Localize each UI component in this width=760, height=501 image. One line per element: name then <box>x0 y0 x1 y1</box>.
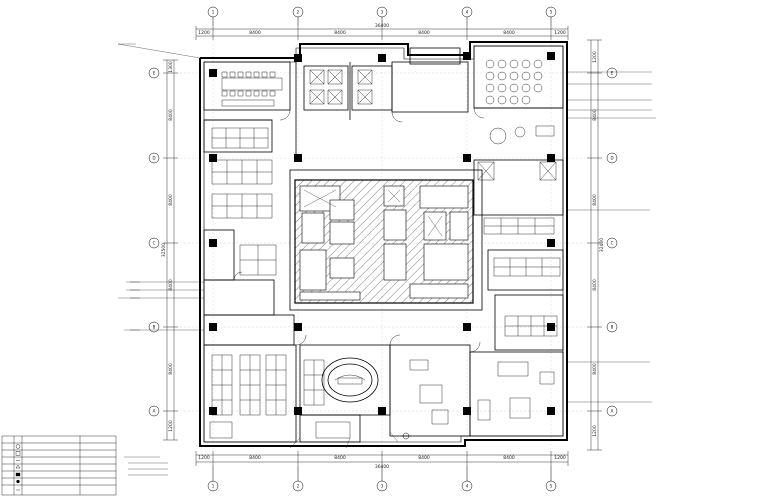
svg-text:5: 5 <box>550 10 553 15</box>
svg-text:8400: 8400 <box>503 30 515 36</box>
right-axis-labels: E D C B A <box>610 71 613 414</box>
svg-text:8400: 8400 <box>334 455 346 461</box>
top-segment-dimensions: 1200 8400 8400 8400 8400 1200 <box>198 30 566 36</box>
svg-text:E: E <box>153 71 156 76</box>
svg-text:1200: 1200 <box>198 455 210 461</box>
svg-text:8400: 8400 <box>592 363 598 375</box>
svg-text:8400: 8400 <box>249 455 261 461</box>
svg-text:D: D <box>610 156 613 161</box>
svg-text:C: C <box>611 241 614 246</box>
svg-text:8400: 8400 <box>592 109 598 121</box>
bottom-axis-markers <box>207 466 557 492</box>
svg-text:D: D <box>152 156 155 161</box>
left-axis-markers <box>148 67 160 417</box>
svg-text:1200: 1200 <box>168 420 174 432</box>
svg-text:5: 5 <box>550 484 553 489</box>
svg-text:1: 1 <box>212 10 215 15</box>
bottom-dimension-chain <box>195 451 569 466</box>
svg-text:B: B <box>153 325 156 330</box>
svg-text:A: A <box>153 409 156 414</box>
svg-text:1200: 1200 <box>592 51 598 63</box>
svg-text:1: 1 <box>212 484 215 489</box>
top-axis-markers <box>207 6 557 26</box>
right-total-dimension: 32400 <box>599 238 605 252</box>
left-axis-labels: E D C B A <box>152 71 155 414</box>
svg-text:2: 2 <box>297 484 300 489</box>
callout-underlines <box>118 43 656 403</box>
svg-text:1300: 1300 <box>168 61 174 73</box>
svg-text:4: 4 <box>466 484 469 489</box>
svg-text:4: 4 <box>466 10 469 15</box>
right-axis-markers <box>606 67 618 417</box>
svg-text:1200: 1200 <box>198 30 210 36</box>
svg-text:1200: 1200 <box>592 425 598 437</box>
svg-text:3: 3 <box>381 484 384 489</box>
doors <box>233 107 485 353</box>
outer-walls <box>199 41 568 447</box>
top-dimension-chain <box>195 26 569 40</box>
desk-clusters <box>209 59 561 439</box>
svg-text:1200: 1200 <box>554 30 566 36</box>
left-dimension-chain <box>163 59 178 441</box>
structural-columns <box>209 52 555 415</box>
svg-text:3: 3 <box>381 10 384 15</box>
section-markers <box>402 432 410 440</box>
left-segment-dimensions: 1300 8400 8400 8400 8400 1200 <box>168 61 174 432</box>
svg-text:B: B <box>611 325 614 330</box>
svg-text:8400: 8400 <box>168 363 174 375</box>
right-dimension-chain <box>587 39 602 451</box>
bottom-axis-labels: 1 2 3 4 5 <box>212 484 553 489</box>
svg-text:C: C <box>153 241 156 246</box>
svg-text:8400: 8400 <box>168 194 174 206</box>
svg-text:8400: 8400 <box>592 194 598 206</box>
top-axis-labels: 1 2 3 4 5 <box>212 10 553 15</box>
legend-table <box>1 435 117 496</box>
svg-text:8400: 8400 <box>503 455 515 461</box>
callout-leaders <box>117 43 636 449</box>
left-total-dimension: 32500 <box>161 243 167 257</box>
svg-text:E: E <box>611 71 614 76</box>
notes-block <box>124 456 168 476</box>
svg-text:8400: 8400 <box>418 455 430 461</box>
central-core <box>294 179 474 304</box>
svg-text:1200: 1200 <box>554 455 566 461</box>
svg-text:8400: 8400 <box>168 109 174 121</box>
interior-partitions <box>203 45 564 443</box>
svg-text:8400: 8400 <box>592 279 598 291</box>
svg-text:2: 2 <box>297 10 300 15</box>
right-segment-dimensions: 1200 8400 8400 8400 8400 1200 <box>592 51 598 437</box>
svg-text:8400: 8400 <box>334 30 346 36</box>
svg-text:A: A <box>611 409 614 414</box>
svg-text:8400: 8400 <box>249 30 261 36</box>
svg-text:8400: 8400 <box>418 30 430 36</box>
bottom-segment-dimensions: 1200 8400 8400 8400 8400 1200 <box>198 455 566 461</box>
legend-symbols <box>15 444 21 491</box>
svg-text:8400: 8400 <box>168 279 174 291</box>
